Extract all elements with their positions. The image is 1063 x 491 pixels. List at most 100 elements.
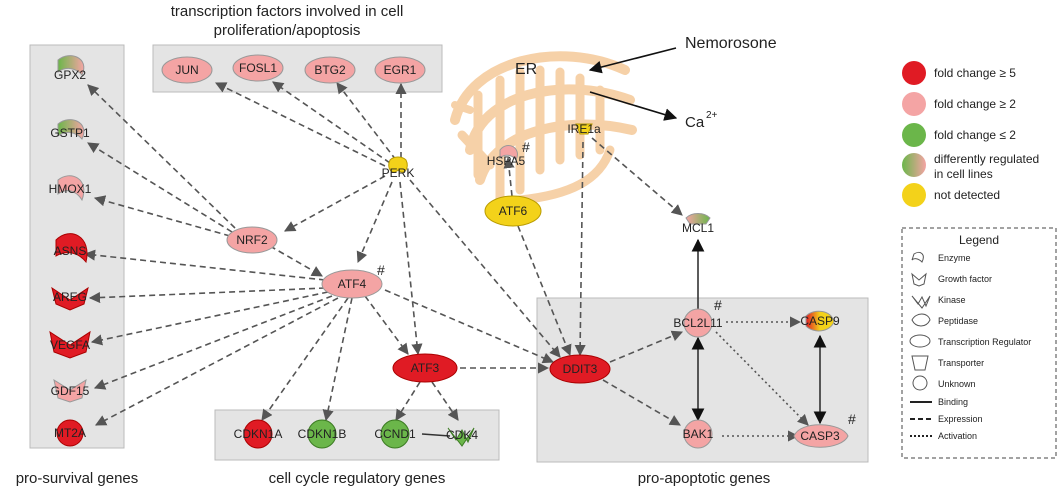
node-ddit3[interactable]: DDIT3 [549, 354, 611, 384]
node-gpx2-label: GPX2 [54, 68, 86, 82]
node-ddit3-label: DDIT3 [563, 362, 598, 376]
legend-swatch-foldle2 [902, 123, 926, 147]
transcription-title-line1: transcription factors involved in cell [171, 3, 404, 20]
legend-peptidase: Peptidase [938, 316, 978, 326]
pro-apoptotic-title: pro-apoptotic genes [638, 470, 771, 487]
node-cdkn1a[interactable]: CDKN1A [234, 419, 283, 449]
node-cdkn1a-label: CDKN1A [234, 427, 283, 441]
node-vegfa[interactable]: VEGFA [49, 330, 91, 359]
enzyme-icon [911, 251, 924, 263]
node-ccnd1-label: CCND1 [374, 427, 416, 441]
legend-growth: Growth factor [938, 274, 992, 284]
legend-transporter: Transporter [938, 358, 984, 368]
node-gdf15-label: GDF15 [51, 384, 90, 398]
kinase-icon [911, 295, 931, 309]
node-hmox1[interactable]: HMOX1 [49, 175, 92, 202]
legend-foldle2: fold change ≤ 2 [934, 128, 1016, 142]
node-vegfa-label: VEGFA [50, 338, 90, 352]
pro-survival-title: pro-survival genes [16, 470, 139, 487]
legend-binding: Binding [938, 397, 968, 407]
node-perk-label: PERK [382, 166, 415, 180]
node-bcl2l11-label: BCL2L11 [673, 316, 722, 330]
node-atf3[interactable]: ATF3 [392, 353, 458, 383]
legend-unknown: Unknown [938, 379, 976, 389]
node-mt2a[interactable]: MT2A [54, 419, 86, 447]
legend-notdetected: not detected [934, 188, 1000, 202]
node-mcl1[interactable]: MCL1 [682, 213, 714, 236]
er-organelle [450, 51, 637, 205]
node-bak1[interactable]: BAK1 [683, 419, 714, 449]
node-gstp1-label: GSTP1 [50, 126, 90, 140]
unknown-icon [912, 375, 928, 391]
node-casp3-label: CASP3 [800, 429, 840, 443]
node-perk[interactable]: PERK [382, 156, 415, 180]
node-atf3-label: ATF3 [411, 361, 440, 375]
bcl2l11-hash: # [714, 297, 722, 313]
node-gstp1[interactable]: GSTP1 [50, 119, 90, 141]
er-label: ER [515, 61, 537, 78]
ca-label: Ca [685, 114, 705, 131]
node-atf4-label: ATF4 [338, 277, 367, 291]
node-hmox1-label: HMOX1 [49, 182, 92, 196]
cell-cycle-title: cell cycle regulatory genes [269, 470, 446, 487]
legend-fold2: fold change ≥ 2 [934, 97, 1016, 111]
color-legend: fold change ≥ 5 fold change ≥ 2 fold cha… [902, 61, 1039, 207]
node-egr1-label: EGR1 [384, 63, 417, 77]
legend-enzyme: Enzyme [938, 253, 971, 263]
node-egr1[interactable]: EGR1 [374, 56, 426, 84]
node-ire1a[interactable]: IRE1a [567, 122, 601, 136]
node-mcl1-label: MCL1 [682, 221, 714, 235]
node-ire1a-label: IRE1a [567, 122, 601, 136]
node-cdk4[interactable]: CDK4 [446, 427, 478, 447]
node-fosl1[interactable]: FOSL1 [232, 54, 284, 82]
hspa5-hash: # [522, 139, 530, 155]
peptidase-icon [911, 313, 931, 327]
ca-superscript: 2+ [706, 110, 718, 121]
node-btg2-label: BTG2 [314, 63, 346, 77]
node-areg[interactable]: AREG [51, 286, 89, 311]
node-cdk4-label: CDK4 [446, 428, 478, 442]
node-nrf2-label: NRF2 [236, 233, 268, 247]
node-gpx2[interactable]: GPX2 [54, 55, 86, 83]
legend-fold5: fold change ≥ 5 [934, 66, 1016, 80]
legend-title: Legend [959, 233, 999, 247]
node-casp9-label: CASP9 [800, 314, 840, 328]
node-cdkn1b[interactable]: CDKN1B [298, 419, 347, 449]
ca-arrow [589, 91, 678, 121]
node-ccnd1[interactable]: CCND1 [374, 419, 416, 449]
node-cdkn1b-label: CDKN1B [298, 427, 347, 441]
node-atf4[interactable]: ATF4 [321, 269, 383, 299]
node-jun-label: JUN [175, 63, 198, 77]
legend-activation: Activation [938, 431, 977, 441]
legend-kinase: Kinase [938, 295, 966, 305]
node-hspa5-label: HSPA5 [487, 154, 526, 168]
shape-legend: Legend Enzyme Growth factor Kinase Pepti… [901, 227, 1057, 459]
nemorosone-arrow [588, 47, 677, 74]
transcription-regulator-icon [909, 334, 931, 348]
node-atf6[interactable]: ATF6 [484, 195, 542, 227]
legend-diff-line2: in cell lines [934, 167, 993, 181]
node-casp3[interactable]: CASP3 [793, 424, 849, 448]
casp3-hash: # [848, 411, 856, 427]
node-hspa5[interactable]: HSPA5 [487, 145, 526, 168]
node-nrf2[interactable]: NRF2 [226, 226, 278, 254]
legend-swatch-diff [902, 153, 926, 177]
node-asns[interactable]: ASNS [54, 233, 88, 264]
node-atf6-label: ATF6 [499, 204, 528, 218]
node-bak1-label: BAK1 [683, 427, 714, 441]
node-casp9[interactable]: CASP9 [800, 310, 840, 332]
node-bcl2l11[interactable]: BCL2L11 [673, 308, 723, 338]
legend-swatch-notdetected [902, 183, 926, 207]
legend-swatch-fold2 [902, 92, 926, 116]
node-gdf15[interactable]: GDF15 [51, 378, 90, 403]
transcription-title-line2: proliferation/apoptosis [214, 22, 361, 39]
node-fosl1-label: FOSL1 [239, 61, 277, 75]
legend-transreg: Transcription Regulator [938, 337, 1031, 347]
node-btg2[interactable]: BTG2 [304, 56, 356, 84]
legend-diff-line1: differently regulated [934, 152, 1039, 166]
node-areg-label: AREG [53, 290, 87, 304]
node-jun[interactable]: JUN [161, 56, 213, 84]
edges [83, 81, 827, 442]
nemorosone-label: Nemorosone [685, 35, 777, 52]
